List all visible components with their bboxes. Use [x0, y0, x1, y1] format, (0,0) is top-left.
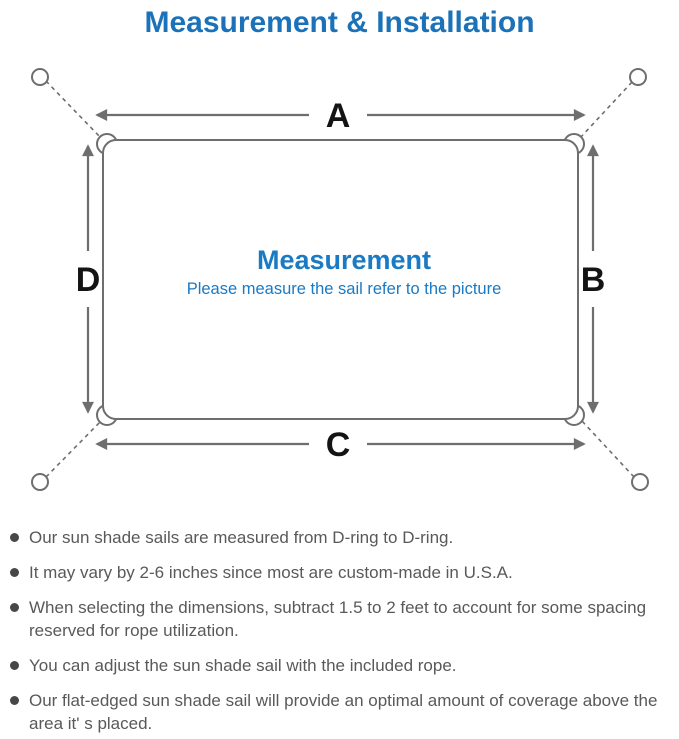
anchor-ring-icon-top-right: [629, 68, 647, 86]
sail-outline: [102, 139, 579, 420]
dimension-label-c: C: [326, 426, 351, 464]
note-text: You can adjust the sun shade sail with t…: [29, 656, 457, 675]
bullet-dot-icon: [10, 568, 19, 577]
note-text: It may vary by 2-6 inches since most are…: [29, 563, 513, 582]
bullet-dot-icon: [10, 661, 19, 670]
bullet-dot-icon: [10, 603, 19, 612]
dimension-label-b: B: [581, 261, 606, 299]
page-title: Measurement & Installation: [144, 6, 535, 39]
anchor-rings: [31, 68, 649, 491]
center-subtitle: Please measure the sail refer to the pic…: [187, 280, 502, 298]
notes-list: Our sun shade sails are measured from D-…: [0, 526, 679, 735]
dimension-label-d: D: [76, 261, 101, 299]
center-title: Measurement: [257, 245, 431, 275]
note-item: Our sun shade sails are measured from D-…: [10, 526, 673, 549]
note-text: When selecting the dimensions, subtract …: [29, 598, 647, 640]
note-text: Our flat-edged sun shade sail will provi…: [29, 691, 658, 733]
note-item: It may vary by 2-6 inches since most are…: [10, 561, 673, 584]
note-item: Our flat-edged sun shade sail will provi…: [10, 689, 673, 735]
note-text: Our sun shade sails are measured from D-…: [29, 528, 454, 547]
anchor-line-bottom-right: [581, 420, 635, 478]
measurement-diagram: A B C D Measurement Please measure the s…: [0, 54, 679, 514]
anchor-dashed-lines: [45, 80, 635, 478]
bullet-dot-icon: [10, 696, 19, 705]
anchor-ring-icon-bottom-left: [31, 473, 49, 491]
anchor-line-bottom-left: [45, 420, 102, 478]
sail-diagram-svg: A B C D Measurement Please measure the s…: [31, 68, 649, 491]
dimension-arrows: [82, 109, 599, 450]
anchor-ring-icon-bottom-right: [631, 473, 649, 491]
anchor-line-top-left: [45, 80, 102, 139]
bullet-dot-icon: [10, 533, 19, 542]
dimension-label-a: A: [326, 97, 351, 135]
anchor-ring-icon-top-left: [31, 68, 49, 86]
note-item: You can adjust the sun shade sail with t…: [10, 654, 673, 677]
note-item: When selecting the dimensions, subtract …: [10, 596, 673, 642]
anchor-line-top-right: [579, 81, 633, 139]
